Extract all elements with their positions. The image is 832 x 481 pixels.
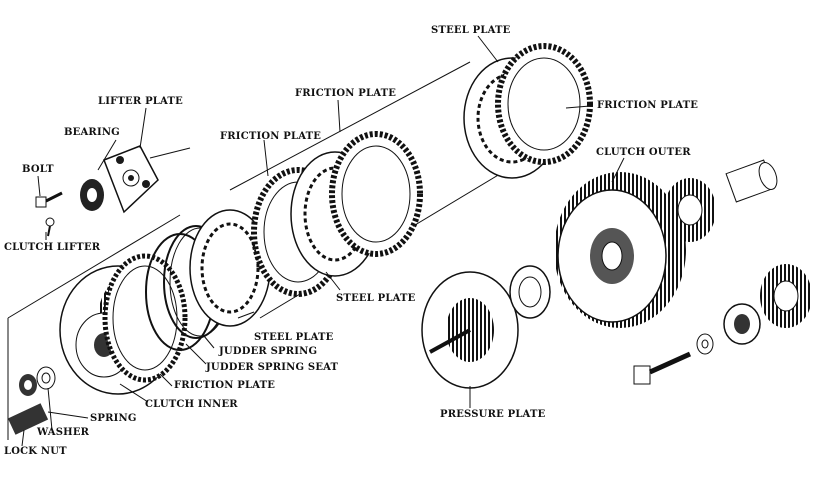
label-friction-plate-upper: FRICTION PLATE: [295, 88, 397, 99]
bolt-part: [35, 191, 63, 208]
label-clutch-outer: CLUTCH OUTER: [596, 147, 691, 158]
leader-lines: [21, 35, 625, 447]
collar-part: [725, 159, 778, 203]
label-friction-plate-right: FRICTION PLATE: [597, 100, 699, 111]
primary-gear-part: [760, 264, 812, 328]
label-judder-spring: JUDDER SPRING: [219, 346, 318, 357]
label-pressure-plate: PRESSURE PLATE: [440, 409, 546, 420]
steel-plate-low-part: [189, 209, 271, 327]
spring-part: [7, 403, 49, 435]
label-lifter-plate: LIFTER PLATE: [98, 96, 183, 107]
drive-gear-part: [664, 178, 716, 242]
lifter-plate-part: [103, 145, 159, 214]
washer-part: [36, 366, 56, 390]
gear-washer-part: [696, 333, 714, 355]
label-friction-plate-low: FRICTION PLATE: [174, 380, 276, 391]
bearing-part: [80, 179, 104, 211]
clutch-outer-part: [554, 172, 686, 328]
label-steel-plate-top: STEEL PLATE: [431, 25, 511, 36]
gear-nut-part: [723, 303, 761, 345]
lock-nut-part: [19, 374, 37, 396]
pressure-plate-part: [421, 271, 519, 389]
label-clutch-inner: CLUTCH INNER: [145, 399, 238, 410]
clutch-lifter-part: [45, 217, 55, 237]
label-washer: WASHER: [37, 427, 90, 438]
label-judder-spring-seat: JUDDER SPRING SEAT: [206, 362, 339, 373]
label-lock-nut: LOCK NUT: [4, 446, 67, 457]
label-clutch-lifter: CLUTCH LIFTER: [4, 242, 101, 253]
label-steel-plate-mid: STEEL PLATE: [336, 293, 416, 304]
friction-plate-right-part: [495, 43, 593, 165]
thrust-washer-part: [509, 265, 551, 319]
label-steel-plate-low: STEEL PLATE: [254, 332, 334, 343]
label-bolt: BOLT: [22, 164, 54, 175]
friction-plate-low-part: [102, 253, 188, 383]
gear-bolt-part: [633, 351, 692, 385]
label-friction-plate-mid: FRICTION PLATE: [220, 131, 322, 142]
label-spring: SPRING: [90, 413, 137, 424]
label-bearing: BEARING: [64, 127, 120, 138]
friction-plate-upper-part: [329, 131, 423, 257]
